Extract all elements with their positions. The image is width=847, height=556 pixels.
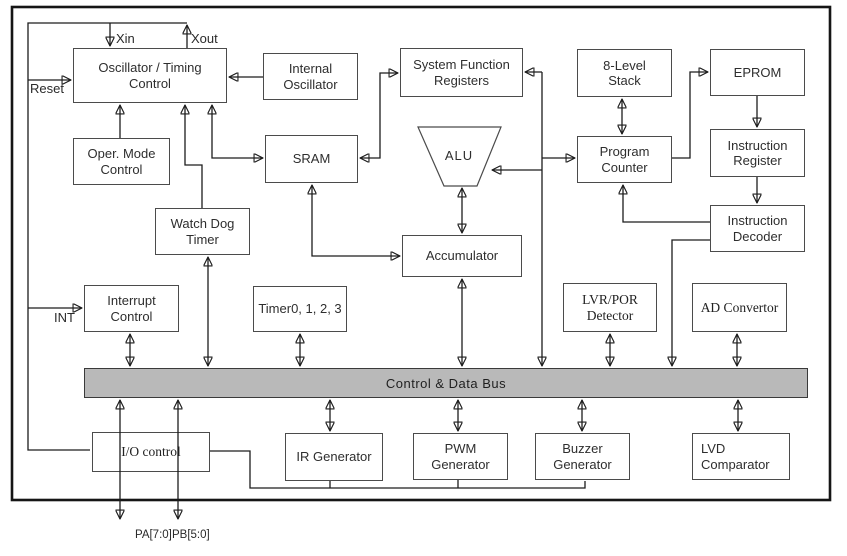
block-buzzer-generator: Buzzer Generator bbox=[535, 433, 630, 480]
block-lvd-comparator: LVD Comparator bbox=[692, 433, 790, 480]
block-accumulator: Accumulator bbox=[402, 235, 522, 277]
block-io-control: I/O control bbox=[92, 432, 210, 472]
block-ir-generator: IR Generator bbox=[285, 433, 383, 481]
block-ad-convertor: AD Convertor bbox=[692, 283, 787, 332]
block-alu-label: ALU bbox=[444, 148, 474, 163]
control-data-bus-label: Control & Data Bus bbox=[385, 375, 507, 391]
conn-io-generators-link bbox=[210, 450, 586, 489]
conn-wdt-oscillator bbox=[185, 105, 203, 208]
conn-decoder-program-counter bbox=[623, 185, 710, 223]
pin-label-pb: PB[5:0] bbox=[172, 529, 210, 541]
pin-label-reset: Reset bbox=[30, 81, 64, 96]
pin-label-pa: PA[7:0] bbox=[135, 529, 172, 541]
block-instruction-decoder: Instruction Decoder bbox=[710, 205, 805, 252]
pin-label-int: INT bbox=[54, 310, 75, 325]
block-instruction-register: Instruction Register bbox=[710, 129, 805, 177]
pin-label-xout: Xout bbox=[191, 31, 218, 46]
block-program-counter: Program Counter bbox=[577, 136, 672, 183]
block-lvr-por-detector: LVR/POR Detector bbox=[563, 283, 657, 332]
block-system-function-registers: System Function Registers bbox=[400, 48, 523, 97]
pin-label-xin: Xin bbox=[116, 31, 135, 46]
block-sram: SRAM bbox=[265, 135, 358, 183]
block-interrupt-control: Interrupt Control bbox=[84, 285, 179, 332]
block-internal-oscillator: Internal Oscillator bbox=[263, 53, 358, 100]
block-watch-dog-timer: Watch Dog Timer bbox=[155, 208, 250, 255]
block-pwm-generator: PWM Generator bbox=[413, 433, 508, 480]
block-oscillator-timing-control: Oscillator / Timing Control bbox=[73, 48, 227, 103]
control-data-bus: Control & Data Bus bbox=[84, 368, 808, 398]
block-oper-mode-control: Oper. Mode Control bbox=[73, 138, 170, 185]
conn-sram-accumulator bbox=[312, 185, 400, 256]
block-eprom: EPROM bbox=[710, 49, 805, 96]
conn-oscillator-sram bbox=[212, 105, 263, 158]
conn-program-counter-eprom bbox=[672, 72, 708, 159]
block-8-level-stack: 8-Level Stack bbox=[577, 49, 672, 97]
conn-sram-sfr bbox=[360, 73, 398, 158]
block-timers: Timer0, 1, 2, 3 bbox=[253, 286, 347, 332]
